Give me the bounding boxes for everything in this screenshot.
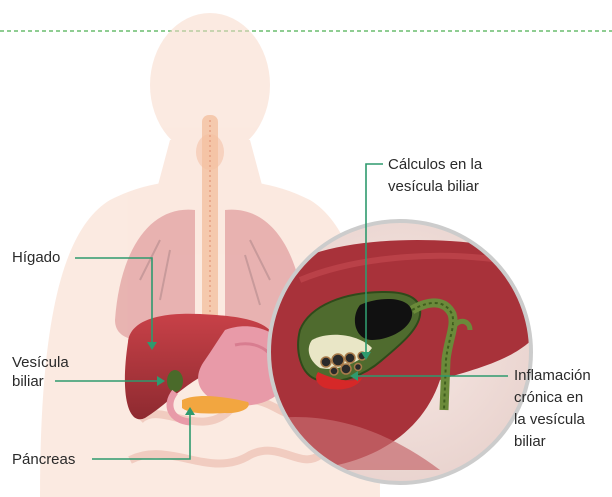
zoom-inset [260, 221, 553, 483]
gallbladder [167, 370, 183, 392]
label-vesicula-line2: biliar [12, 372, 44, 391]
label-higado: Hígado [12, 248, 60, 267]
label-inflamacion-line4: biliar [514, 432, 546, 451]
label-calculos-line1: Cálculos en la [388, 155, 482, 174]
label-calculos-line2: vesícula biliar [388, 177, 479, 196]
label-vesicula-line1: Vesícula [12, 353, 69, 372]
trachea [202, 115, 218, 330]
label-inflamacion-line3: la vesícula [514, 410, 585, 429]
label-inflamacion-line1: Inflamación [514, 366, 591, 385]
label-pancreas: Páncreas [12, 450, 75, 469]
label-inflamacion-line2: crónica en [514, 388, 583, 407]
